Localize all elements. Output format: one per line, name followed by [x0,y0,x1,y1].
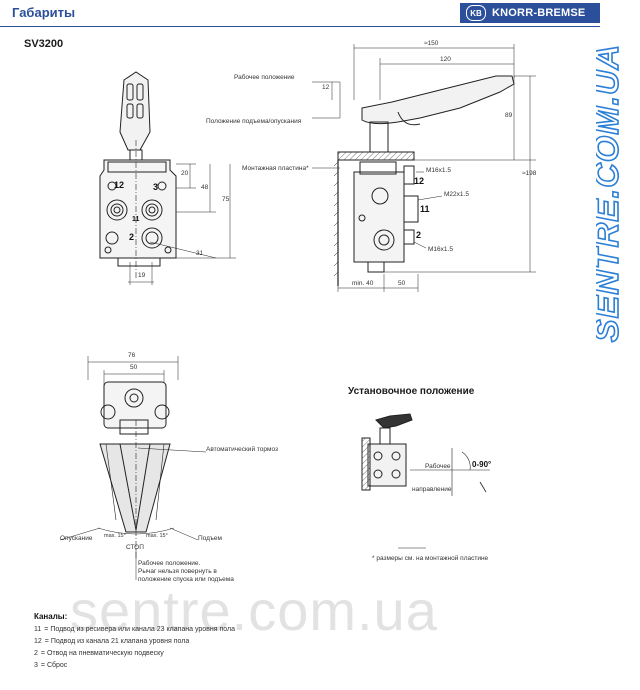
label-lowering: Опускание [60,535,93,542]
working-position-note: Рабочее положение. Рычаг нельзя повернут… [138,560,234,584]
dim-50-top: 50 [130,364,138,371]
label-working-position: Рабочее положение [234,74,295,81]
legend-code: 12 [34,638,42,645]
label-angle: 0-90° [472,460,492,469]
port-label-3: 3 [153,182,159,192]
dim-min40: min. 40 [352,280,374,287]
legend-text: = Подвод из канала 21 клапана уровня пол… [44,638,190,645]
legend-row: 12= Подвод из канала 21 клапана уровня п… [34,638,238,645]
label-mounting-plate: Монтажная пластина* [242,165,309,172]
top-view-valve [59,356,207,580]
install-position-title: Установочное положение [348,386,475,397]
side-watermark-text: SENTRE.COM.UA [596,44,626,342]
legend-code: 2 [34,650,38,657]
dim-19: 19 [138,272,146,279]
label-stop: СТОП [126,544,144,551]
legend-row: 2= Отвод на пневматическую подвеску [34,650,238,657]
dim-75: 75 [222,196,230,203]
note-line-2: Рычаг нельзя повернуть в [138,568,217,575]
dim-150: ≈150 [424,40,439,47]
label-max15-right: max. 15° [146,533,168,539]
thread-m22: M22x1.5 [444,191,469,198]
note-line-3: положение спуска или подъема [138,576,234,583]
page-title: Габариты [12,5,76,20]
model-name: SV3200 [24,38,64,50]
label-work-direction-2: направление [412,486,452,493]
dim-120: 120 [440,56,451,63]
watermark-text: sentre.com.ua [70,579,438,642]
dim-89: 89 [505,112,513,119]
legend-code: 11 [34,626,42,633]
legend-text: = Отвод на пневматическую подвеску [40,650,164,657]
dim-20: 20 [181,170,189,177]
side-view-valve [312,44,536,292]
legend-text: = Сброс [40,662,68,669]
dim-48: 48 [201,184,209,191]
port-label-2: 2 [129,232,135,242]
front-view-valve [99,71,236,285]
label-auto-brake: Автоматический тормоз [206,446,279,453]
thread-m16-top: M16x1.5 [426,167,451,174]
legend-text: = Подвод из ресивера или канала 23 клапа… [44,626,236,633]
dim-50-side: 50 [398,280,406,287]
side-port-2: 2 [416,230,422,240]
port-label-12: 12 [114,180,125,190]
dim-31: 31 [196,250,204,257]
install-position-sketch [361,413,490,549]
brand-name: KNORR-BREMSE [492,7,586,19]
legend-title: Каналы: [34,612,68,621]
legend-code: 3 [34,662,38,669]
legend-row: 11= Подвод из ресивера или канала 23 кла… [34,626,238,633]
dim-12: 12 [322,84,330,91]
brand-banner: KB KNORR-BREMSE [460,3,600,23]
footnote: * размеры см. на монтажной пластине [372,555,489,562]
port-label-11: 11 [132,216,140,223]
side-watermark: SENTRE.COM.UA [596,43,627,343]
label-max15-left: max. 15° [104,533,126,539]
legend-row: 3= Сброс [34,662,238,669]
label-lifting: Подъем [198,535,222,542]
dim-76: 76 [128,352,136,359]
side-port-12: 12 [414,176,425,186]
page-header: Габариты KB KNORR-BREMSE [0,0,600,27]
channels-legend: Каналы: 11= Подвод из ресивера или канал… [34,612,238,674]
label-work-direction-1: Рабочее [425,463,451,470]
knorr-logo-icon: KB [466,5,486,21]
thread-m16-bottom: M16x1.5 [428,246,453,253]
side-port-11: 11 [420,204,430,214]
note-line-1: Рабочее положение. [138,560,201,567]
label-lift-position: Положение подъема/опускания [206,118,302,125]
dim-198: ≈198 [522,170,537,177]
